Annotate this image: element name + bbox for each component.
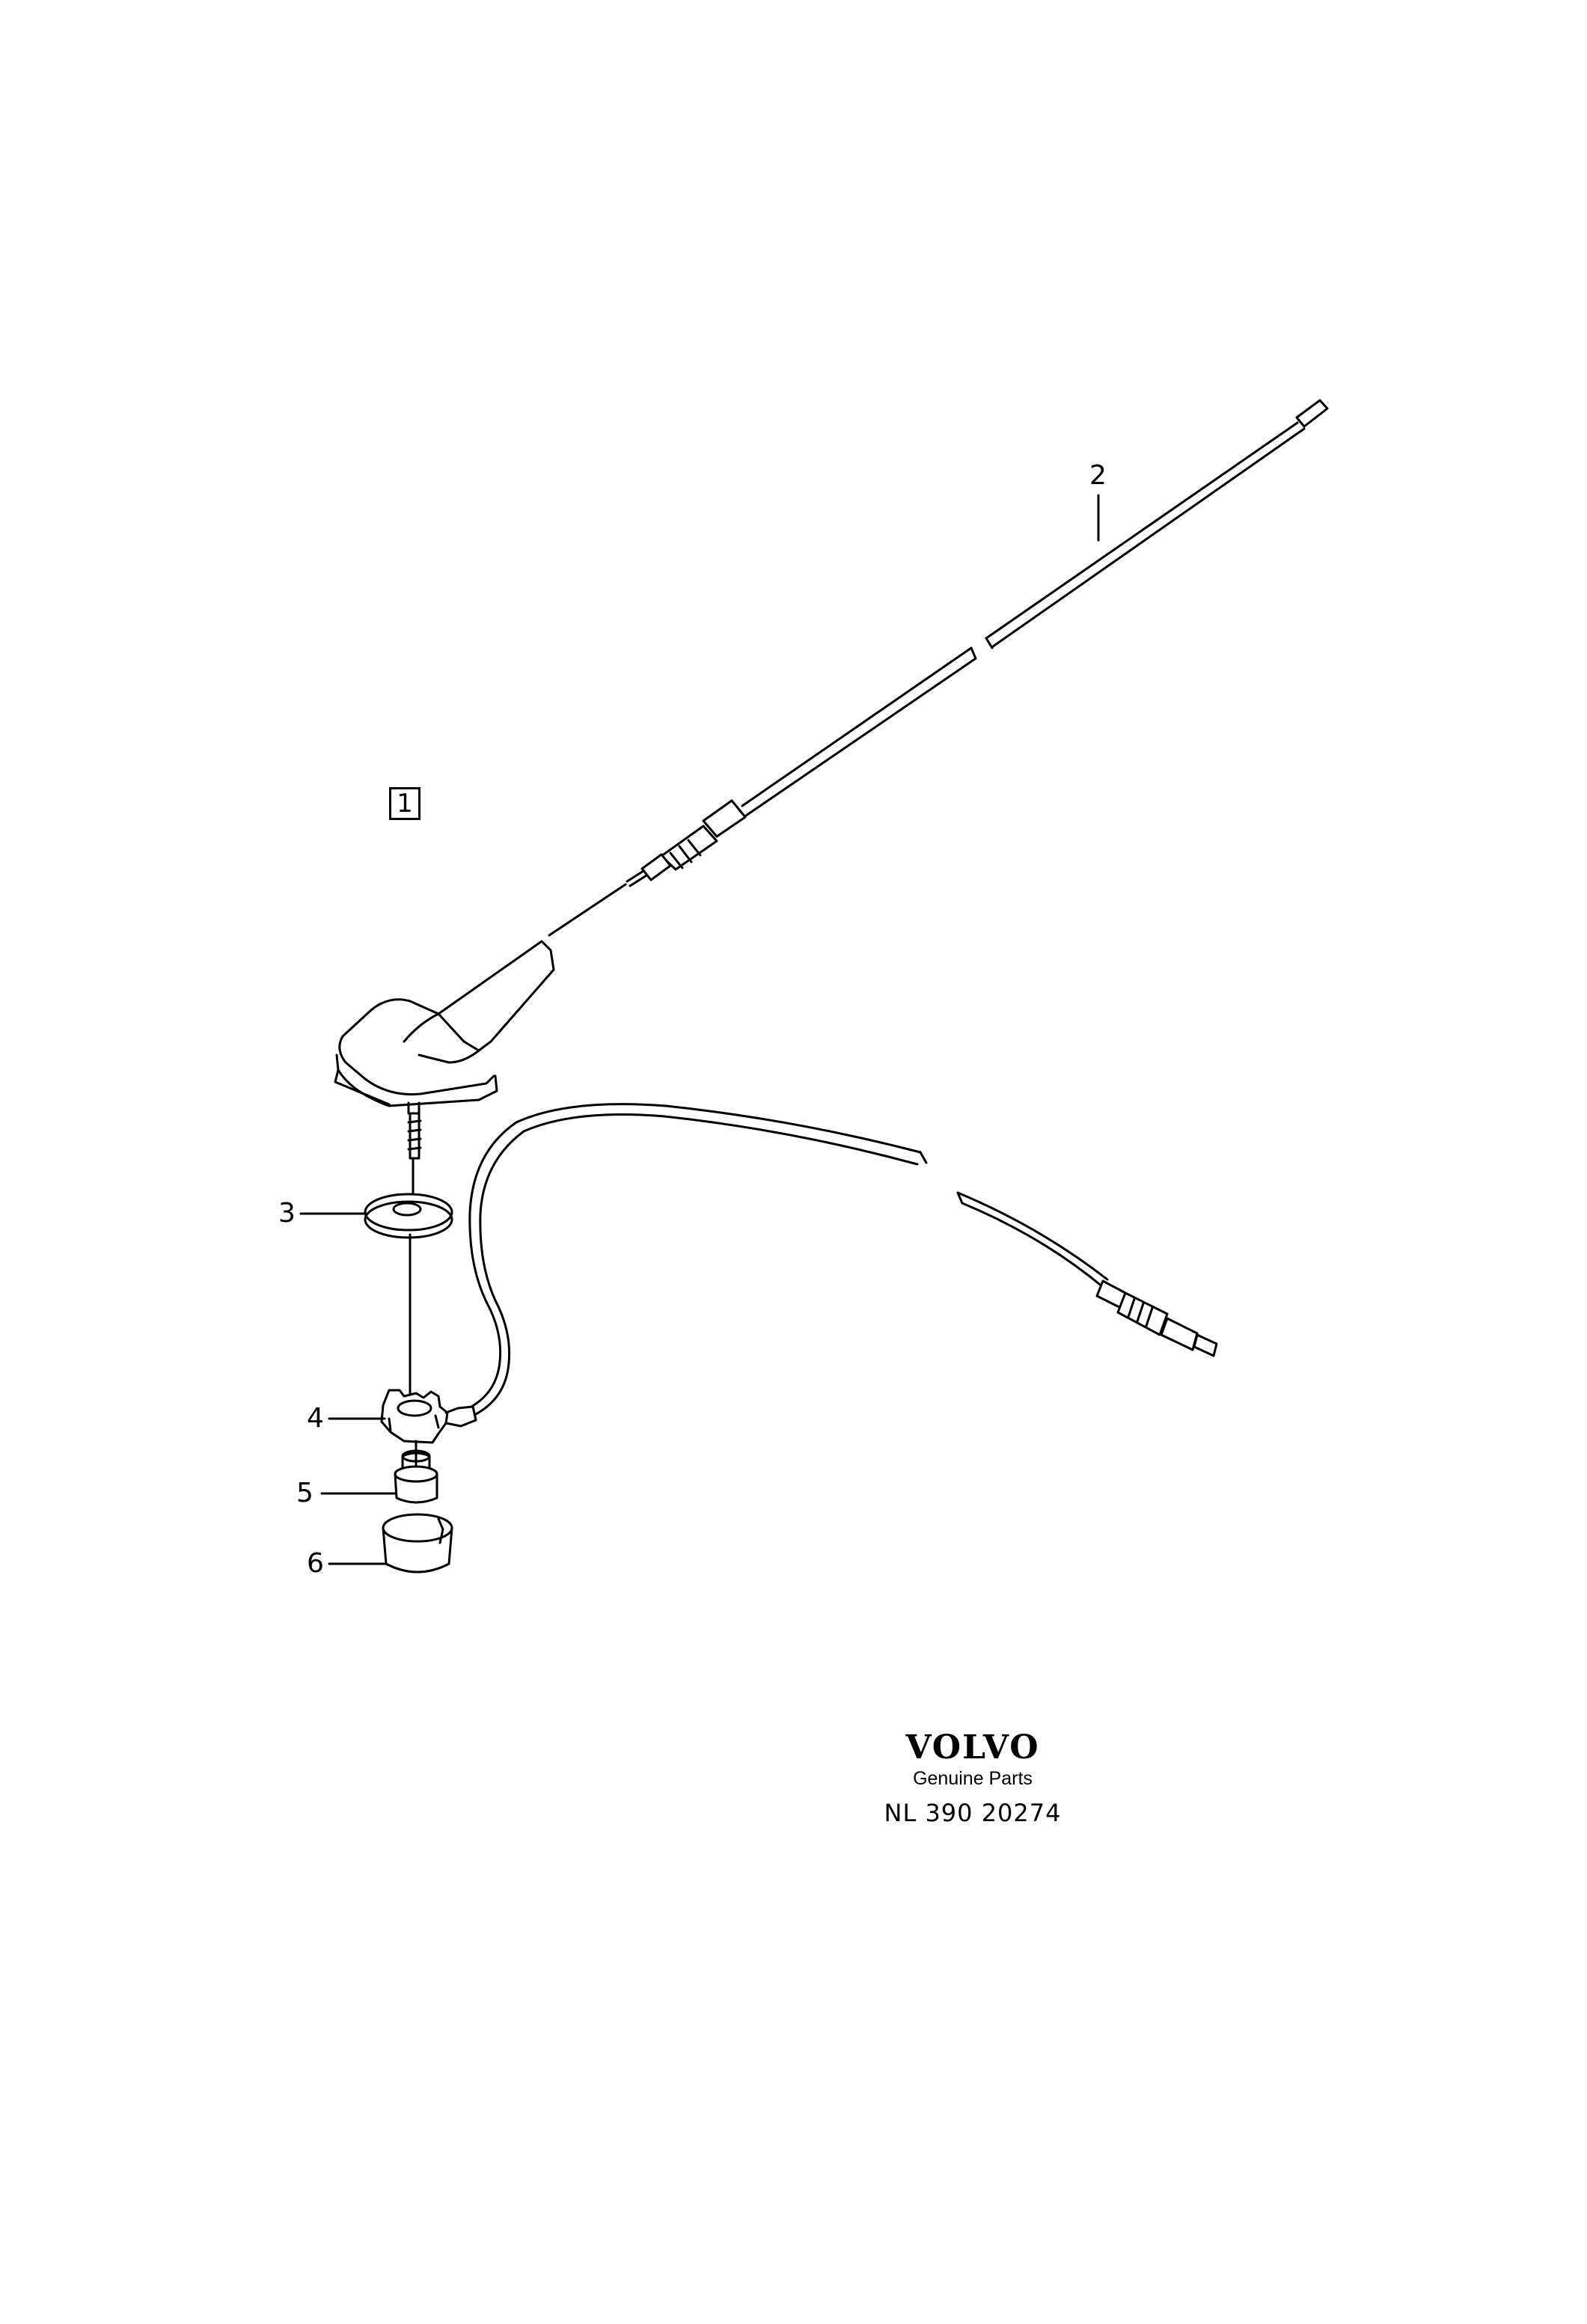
callout-3: 3 — [278, 1198, 296, 1229]
antenna-mast — [548, 399, 1329, 937]
washer — [364, 1193, 453, 1408]
callout-6: 6 — [307, 1548, 324, 1579]
coax-cable — [468, 1103, 1218, 1416]
brand-subtitle: Genuine Parts — [913, 1768, 1033, 1789]
callout-1: 1 — [389, 787, 421, 820]
callout-4: 4 — [307, 1403, 324, 1434]
antenna-base — [334, 940, 555, 1197]
diagram-code: NL 390 20274 — [884, 1799, 1062, 1827]
bushing — [394, 1449, 438, 1504]
callout-5: 5 — [296, 1478, 314, 1508]
connector-nut — [380, 1389, 477, 1470]
callout-2: 2 — [1089, 460, 1107, 491]
volvo-logo: VOLVO — [905, 1728, 1040, 1767]
sleeve — [382, 1513, 453, 1574]
brand-block: VOLVO Genuine Parts NL 390 20274 — [875, 1728, 1070, 1827]
